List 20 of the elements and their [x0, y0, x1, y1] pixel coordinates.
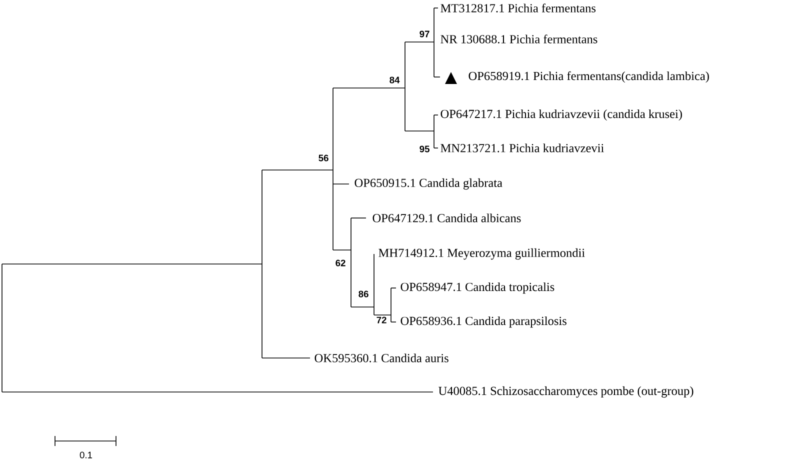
taxon-label: OP650915.1 Candida glabrata [354, 178, 502, 190]
bootstrap-value: 84 [390, 76, 400, 84]
taxon-label: NR 130688.1 Pichia fermentans [440, 34, 598, 44]
bootstrap-value: 62 [336, 260, 346, 266]
taxon-label: OP658936.1 Candida parapsilosis [400, 316, 566, 328]
taxon-label: OP647217.1 Pichia kudriavzevii (candida krusei) [440, 109, 682, 121]
taxon-label: OP647129.1 Candida albicans [372, 214, 521, 222]
taxon-label: MH714912.1 Meyerozyma guilliermondii [378, 248, 585, 260]
bootstrap-value: 86 [358, 290, 368, 298]
taxon-label: MN213721.1 Pichia kudriavzevii [440, 144, 604, 152]
scale-label: 0.1 [80, 452, 92, 458]
bootstrap-value: 95 [420, 146, 430, 152]
bootstrap-value: 72 [376, 316, 386, 324]
taxon-label: U40085.1 Schizosaccharomyces pombe (out-group) [438, 386, 694, 398]
taxon-label: OK595360.1 Candida auris [314, 354, 448, 362]
bootstrap-value: 56 [318, 154, 328, 162]
taxon-label: OP658947.1 Candida tropicalis [400, 282, 554, 294]
bootstrap-value: 97 [420, 30, 430, 38]
taxon-label: OP658919.1 Pichia fermentans(candida lambica) [468, 71, 709, 83]
taxon-label: MT312817.1 Pichia fermentans [440, 4, 596, 12]
